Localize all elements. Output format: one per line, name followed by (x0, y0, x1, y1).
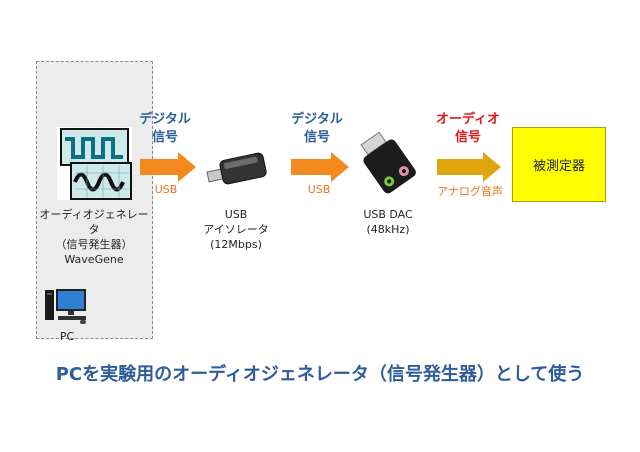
link3-head-line2: 信号 (428, 129, 508, 147)
computer-icon (44, 288, 90, 326)
arrow-3 (437, 152, 503, 182)
link1-sub: USB (150, 183, 182, 196)
dac-line1: USB DAC (352, 207, 424, 222)
target-label: 被測定器 (533, 155, 585, 174)
link2-head-line2: 信号 (286, 129, 348, 147)
usb-dac-icon (358, 130, 420, 194)
dac-line2: (48kHz) (352, 222, 424, 237)
isolator-line3: (12Mbps) (196, 237, 276, 252)
arrow-2 (291, 152, 351, 182)
arrow-1 (140, 152, 198, 182)
pc-label: PC (55, 329, 79, 344)
isolator-line1: USB (196, 207, 276, 222)
page-caption: PCを実験用のオーディオジェネレータ（信号発生器）として使う (0, 360, 640, 386)
link3-sub: アナログ音声 (430, 183, 510, 199)
link2-sub: USB (303, 183, 335, 196)
app-name-line2: （信号発生器） (38, 237, 150, 252)
target-device-box: 被測定器 (512, 127, 606, 202)
link3-head-line1: オーディオ (428, 111, 508, 129)
wavegene-icon (57, 127, 132, 200)
app-name-line1: オーディオジェネレータ (38, 207, 150, 237)
usb-isolator-icon (205, 148, 267, 190)
link2-head-line1: デジタル (286, 111, 348, 129)
isolator-line2: アイソレータ (196, 222, 276, 237)
link1-head-line1: デジタル (134, 111, 196, 129)
app-name-line3: WaveGene (38, 252, 150, 267)
link1-head-line2: 信号 (134, 129, 196, 147)
